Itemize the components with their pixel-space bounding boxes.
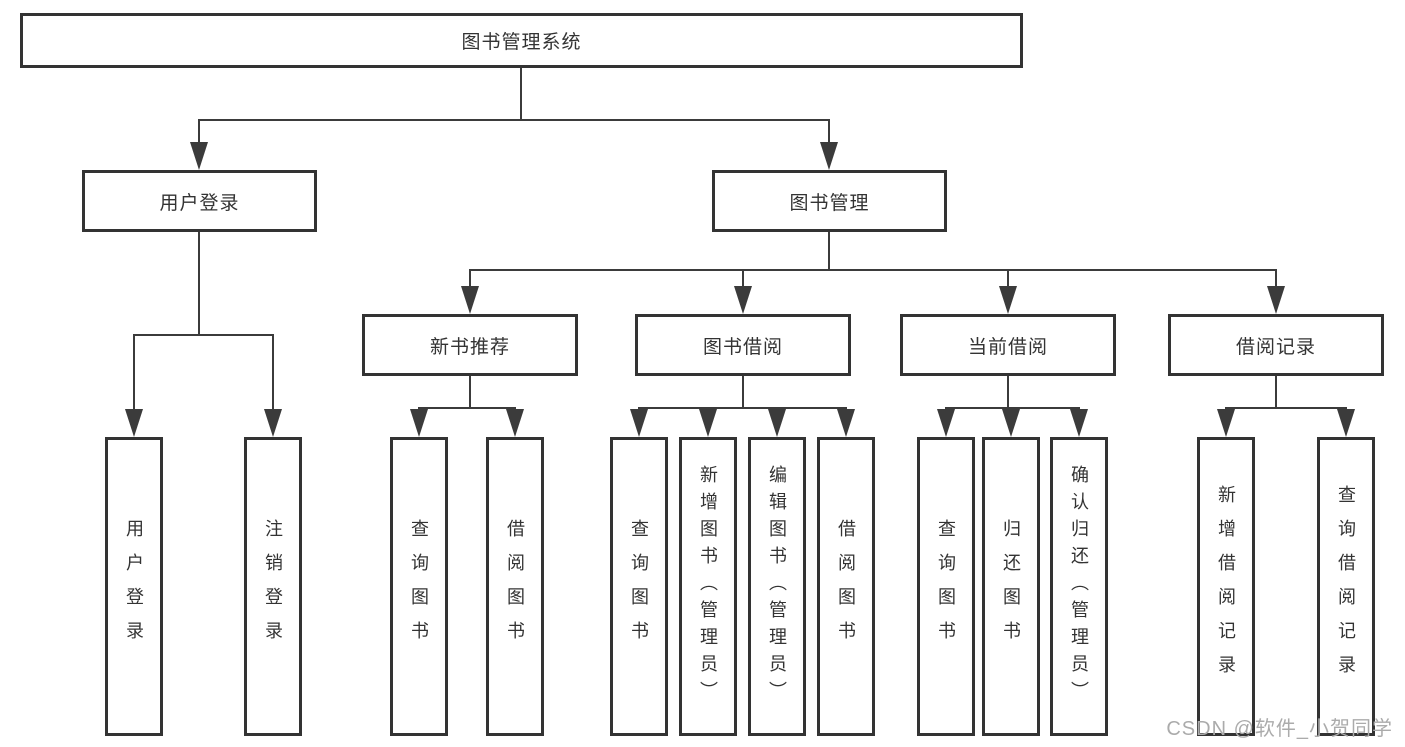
leaf-newbook-borrow-book: 借阅图书 <box>486 437 544 736</box>
arrowhead-bookborrow-leaf1 <box>630 409 648 437</box>
csdn-watermark: CSDN @软件_小贺同学 <box>1166 718 1393 740</box>
connector-currentborrow-down <box>1007 376 1009 409</box>
node-new-book-recommend-label: 新书推荐 <box>429 336 510 358</box>
connector-bookborrow-down <box>742 376 744 409</box>
connector-to-user-login-stem <box>198 119 200 149</box>
leaf-add-borrow-record-label: 新增借阅记录 <box>1216 484 1236 689</box>
leaf-newbook-borrow-book-label: 借阅图书 <box>505 518 525 655</box>
arrowhead-currentborrow-leaf1 <box>937 409 955 437</box>
connector-leaf-logout-stem <box>272 334 274 414</box>
leaf-borrow-query-book: 查询图书 <box>610 437 668 736</box>
connector-currentborrow-rail <box>945 407 1080 409</box>
connector-borrowrecord-rail <box>1225 407 1347 409</box>
leaf-borrow-book: 借阅图书 <box>817 437 875 736</box>
arrowhead-newbook-leaf2 <box>506 409 524 437</box>
connector-borrowrecord-stem <box>1275 269 1277 293</box>
connector-newbook-stem <box>469 269 471 293</box>
connector-borrowrecord-down <box>1275 376 1277 409</box>
connector-leaf-login-stem <box>133 334 135 414</box>
arrowhead-borrowrecord-leaf2 <box>1337 409 1355 437</box>
leaf-return-book: 归还图书 <box>982 437 1040 736</box>
connector-book-mgmt-stem <box>828 232 830 271</box>
arrowhead-currentborrow-leaf2 <box>1002 409 1020 437</box>
node-user-login: 用户登录 <box>82 170 317 232</box>
connector-to-book-mgmt-stem <box>828 119 830 149</box>
connector-newbook-rail <box>418 407 516 409</box>
leaf-borrow-book-label: 借阅图书 <box>836 518 856 655</box>
leaf-logout: 注销登录 <box>244 437 302 736</box>
leaf-borrow-query-book-label: 查询图书 <box>629 518 649 655</box>
node-user-login-label: 用户登录 <box>159 192 240 214</box>
leaf-newbook-query-book: 查询图书 <box>390 437 448 736</box>
node-book-borrow: 图书借阅 <box>635 314 851 376</box>
connector-newbook-down <box>469 376 471 409</box>
node-new-book-recommend: 新书推荐 <box>362 314 578 376</box>
leaf-current-query-book: 查询图书 <box>917 437 975 736</box>
node-book-borrow-label: 图书借阅 <box>702 336 783 358</box>
arrowhead-user-login <box>190 142 208 170</box>
connector-user-login-stem <box>198 232 200 336</box>
leaf-user-login: 用户登录 <box>105 437 163 736</box>
arrowhead-currentborrow <box>999 286 1017 314</box>
connector-root-rail <box>198 119 830 121</box>
connector-root-stem <box>520 68 522 121</box>
arrowhead-leaf-login <box>125 409 143 437</box>
leaf-return-book-label: 归还图书 <box>1001 518 1021 655</box>
arrowhead-currentborrow-leaf3 <box>1070 409 1088 437</box>
leaf-logout-label: 注销登录 <box>263 518 283 655</box>
leaf-confirm-return-admin-label: 确认归还（管理员） <box>1069 465 1089 708</box>
leaf-newbook-query-book-label: 查询图书 <box>409 518 429 655</box>
node-borrow-record: 借阅记录 <box>1168 314 1384 376</box>
leaf-add-borrow-record: 新增借阅记录 <box>1197 437 1255 736</box>
arrowhead-bookborrow-leaf4 <box>837 409 855 437</box>
leaf-current-query-book-label: 查询图书 <box>936 518 956 655</box>
leaf-confirm-return-admin: 确认归还（管理员） <box>1050 437 1108 736</box>
connector-user-login-rail <box>133 334 274 336</box>
arrowhead-bookborrow-leaf2 <box>699 409 717 437</box>
connector-book-mgmt-rail <box>469 269 1277 271</box>
leaf-user-login-label: 用户登录 <box>124 518 144 655</box>
leaf-query-borrow-record: 查询借阅记录 <box>1317 437 1375 736</box>
node-current-borrow: 当前借阅 <box>900 314 1116 376</box>
leaf-edit-book-admin: 编辑图书（管理员） <box>748 437 806 736</box>
leaf-add-book-admin-label: 新增图书（管理员） <box>698 465 718 708</box>
arrowhead-bookborrow <box>734 286 752 314</box>
leaf-query-borrow-record-label: 查询借阅记录 <box>1336 484 1356 689</box>
leaf-add-book-admin: 新增图书（管理员） <box>679 437 737 736</box>
node-current-borrow-label: 当前借阅 <box>967 336 1048 358</box>
arrowhead-book-mgmt <box>820 142 838 170</box>
arrowhead-newbook <box>461 286 479 314</box>
arrowhead-newbook-leaf1 <box>410 409 428 437</box>
arrowhead-borrowrecord-leaf1 <box>1217 409 1235 437</box>
connector-bookborrow-rail <box>638 407 847 409</box>
connector-currentborrow-stem <box>1007 269 1009 293</box>
leaf-edit-book-admin-label: 编辑图书（管理员） <box>767 465 787 708</box>
node-root-system: 图书管理系统 <box>20 13 1023 68</box>
node-borrow-record-label: 借阅记录 <box>1235 336 1316 358</box>
node-book-management-label: 图书管理 <box>789 192 870 214</box>
arrowhead-leaf-logout <box>264 409 282 437</box>
arrowhead-borrowrecord <box>1267 286 1285 314</box>
node-root-label: 图书管理系统 <box>461 32 582 53</box>
connector-bookborrow-stem <box>742 269 744 293</box>
arrowhead-bookborrow-leaf3 <box>768 409 786 437</box>
node-book-management: 图书管理 <box>712 170 947 232</box>
